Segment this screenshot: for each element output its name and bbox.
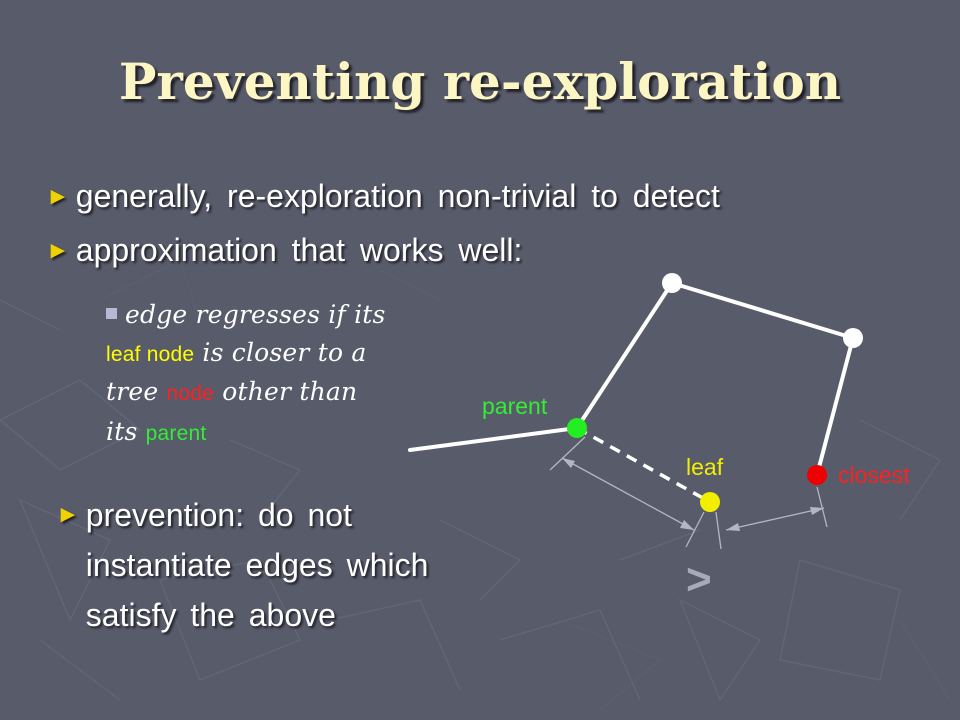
dimension-arrowhead bbox=[562, 458, 575, 468]
highlight-node: node bbox=[166, 382, 215, 405]
sub-bullet-edge-regresses: edge regresses if its leaf node is close… bbox=[106, 296, 406, 452]
bullet-generally: ►generally, re-exploration non-trivial t… bbox=[46, 178, 720, 215]
dimension-leaf-closest bbox=[725, 507, 825, 531]
bullet-text: prevention: do not instantiate edges whi… bbox=[85, 497, 429, 633]
parent-label: parent bbox=[482, 393, 548, 419]
closest-node bbox=[807, 465, 827, 485]
edge-incoming bbox=[408, 426, 579, 452]
sub-text-4: other than bbox=[222, 377, 358, 406]
bullet-marker: ► bbox=[56, 501, 80, 528]
leaf-node bbox=[700, 492, 720, 512]
edge-right-closest bbox=[815, 336, 855, 477]
closest-label: closest bbox=[838, 462, 910, 488]
dimension-arrowhead bbox=[680, 520, 694, 530]
edge-top-right bbox=[670, 281, 855, 340]
dimension-arrowhead bbox=[726, 523, 740, 531]
bullet-text: approximation that works well: bbox=[75, 232, 523, 268]
slide-title: Preventing re-exploration bbox=[118, 52, 842, 111]
highlight-parent: parent bbox=[145, 421, 207, 445]
greater-than-symbol: > bbox=[686, 555, 712, 604]
bullet-text: generally, re-exploration non-trivial to… bbox=[75, 178, 720, 214]
bullet-approximation: ►approximation that works well: bbox=[46, 232, 522, 269]
bullet-prevention: ►prevention: do not instantiate edges wh… bbox=[56, 490, 496, 640]
square-bullet-icon bbox=[106, 308, 117, 319]
sub-text-1: edge regresses if its bbox=[125, 300, 386, 329]
tree-node-top bbox=[662, 273, 682, 293]
edge-parent-top bbox=[575, 281, 674, 430]
dimension-closest-extension bbox=[816, 486, 828, 528]
sub-text-5: its bbox=[106, 416, 138, 446]
dimension-parent-leaf bbox=[561, 457, 695, 531]
sub-text-2: is closer to a bbox=[202, 337, 367, 367]
bullet-marker: ► bbox=[46, 183, 70, 210]
edge-candidate-dashed bbox=[576, 426, 711, 504]
parent-node bbox=[567, 418, 587, 438]
dimension-parent-extension bbox=[549, 436, 586, 471]
dimension-leaf-extension-left bbox=[685, 511, 705, 548]
dimension-arrowhead bbox=[810, 507, 824, 515]
leaf-label: leaf bbox=[686, 454, 724, 480]
highlight-leaf-node: leaf node bbox=[106, 342, 195, 366]
dimension-leaf-extension-right bbox=[715, 511, 722, 550]
tree-node-right bbox=[843, 328, 863, 348]
sub-text-3: tree bbox=[106, 377, 159, 406]
bullet-marker: ► bbox=[46, 237, 70, 264]
